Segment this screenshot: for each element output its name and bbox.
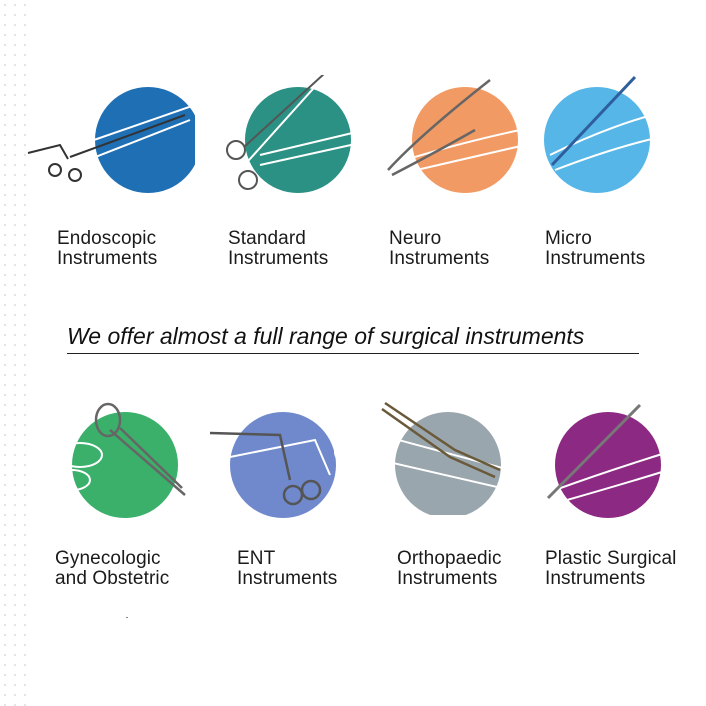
- category-plastic-surgical[interactable]: [530, 400, 705, 520]
- label-line2: Instruments: [389, 248, 490, 269]
- label-line1: Neuro: [389, 228, 442, 249]
- category-endoscopic[interactable]: [20, 75, 195, 195]
- category-gynecologic[interactable]: [50, 400, 225, 520]
- color-circle: [544, 87, 650, 193]
- label-line2: Instruments: [545, 568, 646, 589]
- category-label-orthopaedic: Orthopaedic Instruments: [397, 549, 502, 589]
- endoscopic-instruments-image: [27, 87, 195, 193]
- category-neuro[interactable]: [380, 75, 555, 195]
- color-circle: [555, 412, 661, 518]
- category-label-neuro: Neuro Instruments: [389, 229, 489, 269]
- label-line2: Instruments: [228, 248, 329, 269]
- label-line1: Gynecologic: [55, 548, 161, 569]
- stray-mark: [126, 617, 128, 618]
- category-label-endoscopic: Endoscopic Instruments: [57, 229, 157, 269]
- label-line1: Orthopaedic: [397, 548, 502, 569]
- label-line2: Instruments: [57, 248, 158, 269]
- label-line2: and Obstetric: [55, 568, 170, 589]
- category-orthopaedic[interactable]: [370, 395, 545, 515]
- color-circle: [412, 87, 518, 193]
- category-label-plastic-surgical: Plastic Surgical Instruments: [545, 549, 676, 589]
- category-label-micro: Micro Instruments: [545, 229, 645, 269]
- category-label-gynecologic: Gynecologic and Obstetric: [55, 549, 169, 589]
- standard-instruments-image: [226, 75, 366, 193]
- neuro-instruments-image: [387, 79, 526, 193]
- label-line1: ENT: [237, 548, 276, 569]
- category-micro[interactable]: [530, 75, 705, 195]
- label-line1: Endoscopic: [57, 228, 157, 249]
- category-label-ent: ENT Instruments: [237, 549, 337, 589]
- label-line2: Instruments: [545, 248, 646, 269]
- tagline: We offer almost a full range of surgical…: [67, 323, 639, 354]
- label-line1: Standard: [228, 228, 306, 249]
- dotted-pattern: [0, 0, 30, 706]
- orthopaedic-instruments-image: [379, 401, 511, 515]
- category-ent[interactable]: [205, 400, 380, 520]
- color-circle: [95, 87, 195, 193]
- color-circle: [245, 87, 351, 193]
- plastic-surgical-instruments-image: [546, 403, 676, 518]
- category-label-standard: Standard Instruments: [228, 229, 328, 269]
- category-standard[interactable]: [220, 75, 395, 195]
- micro-instruments-image: [544, 75, 671, 193]
- color-circle: [72, 412, 178, 518]
- color-circle: [230, 412, 336, 518]
- label-line2: Instruments: [237, 568, 338, 589]
- label-line1: Micro: [545, 228, 592, 249]
- label-line1: Plastic Surgical: [545, 548, 677, 569]
- label-line2: Instruments: [397, 568, 498, 589]
- ent-instruments-image: [209, 412, 356, 518]
- gynecologic-instruments-image: [53, 402, 186, 518]
